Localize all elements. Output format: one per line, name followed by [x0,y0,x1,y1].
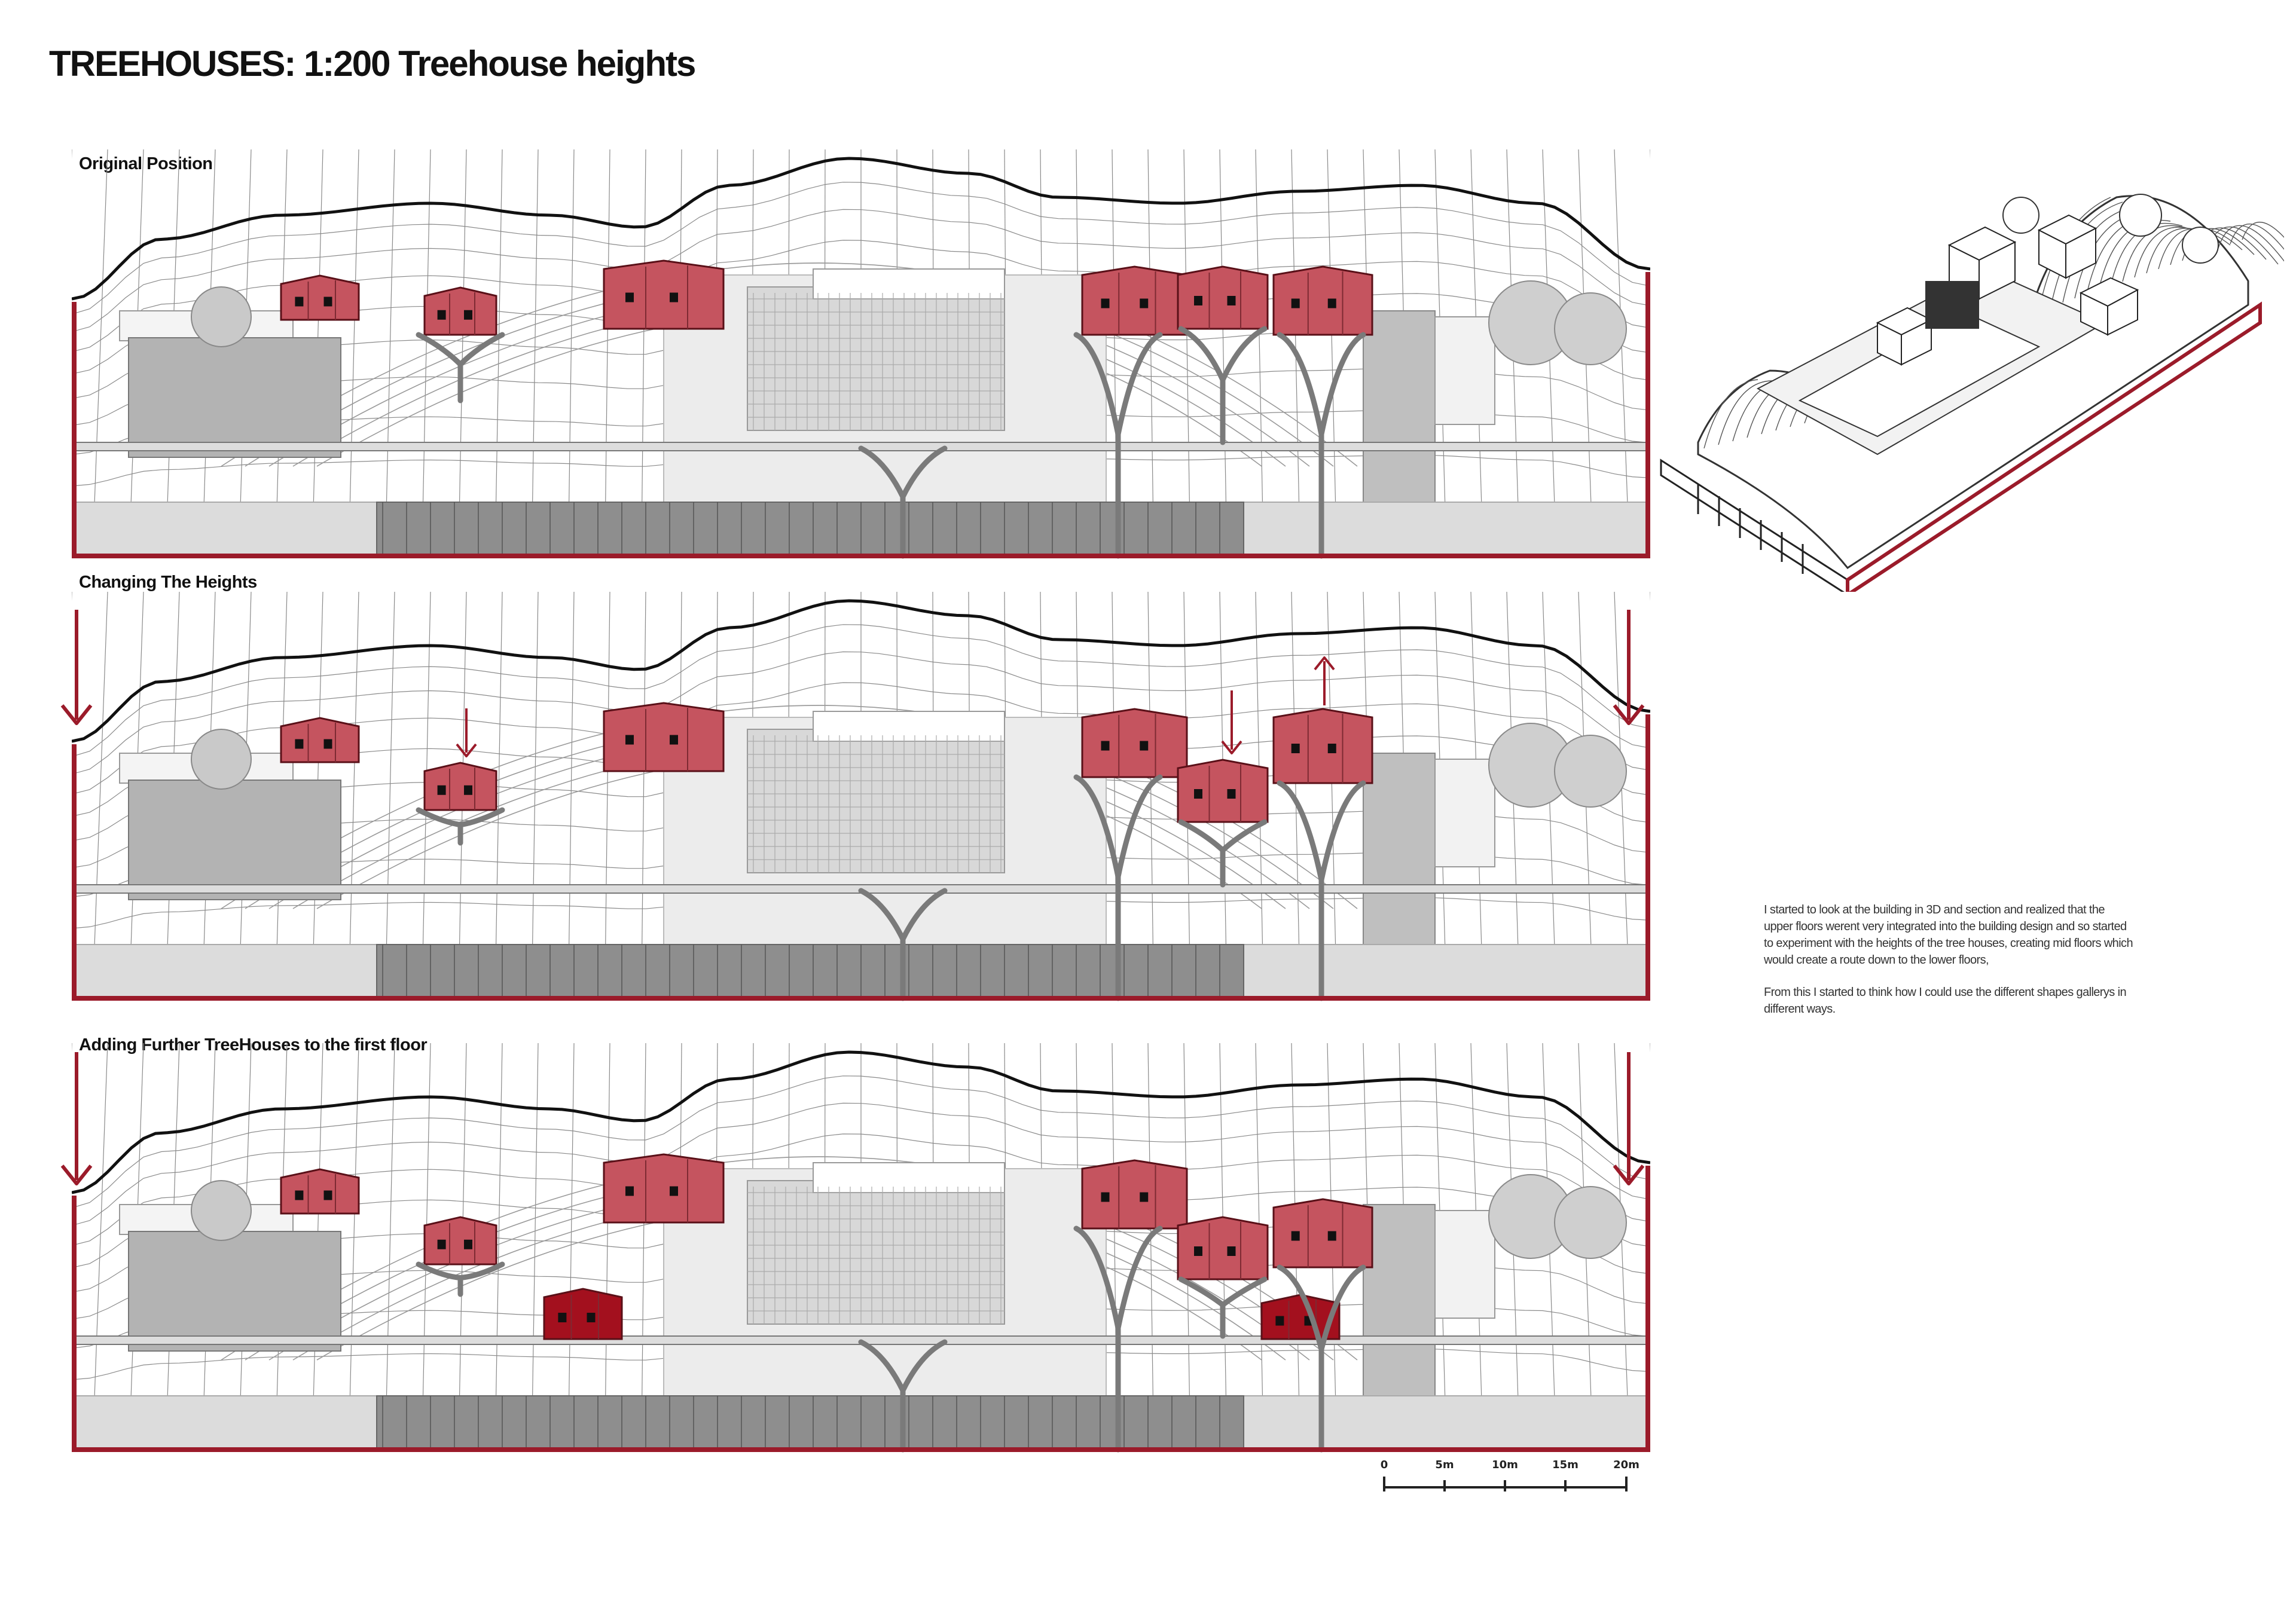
scale-bar: 0 5m 10m 15m 20m [1375,1459,1650,1500]
section-svg [72,149,1650,559]
left-stone-block [128,1231,341,1352]
design-notes: I started to look at the building in 3D … [1764,901,2135,1033]
treehouse-5 [1177,759,1269,823]
glazing-mullions [382,502,1220,556]
roof-outline [72,1050,1650,1194]
treehouse-5 [1177,1216,1269,1280]
support-2 [416,1261,505,1297]
isometric-drawing [1650,173,2296,598]
treehouse-3 [603,259,725,330]
tree-supports [416,774,1366,1001]
support-central [858,888,948,1001]
treehouse-extra-1 [543,1288,623,1340]
support-4 [1073,774,1163,1001]
height-change-arrow-up [1314,656,1335,705]
page-title: TREEHOUSES: 1:200 Treehouse heights [49,44,696,84]
treehouse-1 [280,274,360,321]
central-facade [747,729,1005,873]
treehouse-3 [603,1153,725,1224]
scale-label-20m: 20m [1613,1459,1639,1471]
treehouse-3 [603,702,725,772]
left-tree-icon [191,286,252,347]
scale-label-10m: 10m [1492,1459,1518,1471]
section-drawing-original [72,149,1650,568]
treehouse-2 [423,762,497,811]
central-top [813,1162,1005,1193]
left-tree-icon [191,729,252,790]
support-5 [1178,819,1268,888]
right-trees-icon [1488,1174,1627,1259]
treehouse-5 [1177,265,1269,330]
support-6 [1277,780,1366,1001]
section-frame [72,1166,1650,1452]
section-label-original: Original Position [79,154,213,173]
glazing-mullions [382,945,1220,998]
facade-grid [747,735,1004,873]
scale-label-0: 0 [1380,1459,1388,1471]
roof-outline [72,157,1650,301]
support-5 [1178,1276,1268,1339]
support-2 [416,332,505,404]
support-6 [1277,332,1366,559]
height-change-arrow-down [456,708,477,757]
tree-supports [416,1225,1366,1453]
tree-supports [416,326,1366,559]
treehouse-6 [1272,708,1373,784]
central-facade [747,286,1005,431]
section-drawing-further [72,1043,1650,1462]
support-4 [1073,332,1163,559]
support-4 [1073,1225,1163,1453]
treehouse-6 [1272,1198,1373,1269]
treehouse-6 [1272,265,1373,336]
treehouses [280,259,1373,336]
left-stone-block [128,780,341,900]
left-stone-block [128,337,341,458]
section-frame [72,714,1650,1001]
section-label-further: Adding Further TreeHouses to the first f… [79,1035,428,1055]
right-white-block [1434,759,1495,867]
treehouse-1 [280,1168,360,1215]
scale-label-15m: 15m [1552,1459,1578,1471]
support-5 [1178,326,1268,445]
right-trees-icon [1488,723,1627,808]
treehouse-2 [423,1216,497,1266]
height-change-arrow-down-2 [1221,690,1242,754]
notes-paragraph-1: I started to look at the building in 3D … [1764,903,2133,967]
treehouse-2 [423,286,497,336]
scale-label-5m: 5m [1435,1459,1454,1471]
treehouse-extra-2 [1260,1294,1341,1340]
section-svg [72,1043,1650,1453]
section-svg [72,592,1650,1001]
right-white-block [1434,316,1495,425]
facade-grid [747,293,1004,430]
support-6 [1277,1264,1366,1453]
central-top [813,711,1005,742]
ground-glazing [376,1395,1244,1450]
right-white-block [1434,1210,1495,1319]
treehouse-4 [1081,265,1188,336]
treehouse-4 [1081,708,1188,778]
section-frame [72,272,1650,558]
treehouse-1 [280,717,360,763]
support-2 [416,807,505,846]
right-trees-icon [1488,280,1627,365]
treehouses [280,1153,1373,1340]
ground-glazing [376,502,1244,557]
section-label-heights: Changing The Heights [79,573,257,592]
notes-paragraph-2: From this I started to think how I could… [1764,986,2127,1016]
roof-outline [72,599,1650,743]
support-central [858,1339,948,1453]
section-drawing-heights [72,592,1650,1010]
ground-glazing [376,944,1244,999]
left-tree-icon [191,1180,252,1241]
treehouses [280,702,1373,823]
central-top [813,268,1005,299]
central-facade [747,1180,1005,1325]
glazing-mullions [382,1396,1220,1450]
treehouse-4 [1081,1159,1188,1230]
support-central [858,445,948,559]
facade-grid [747,1187,1004,1324]
